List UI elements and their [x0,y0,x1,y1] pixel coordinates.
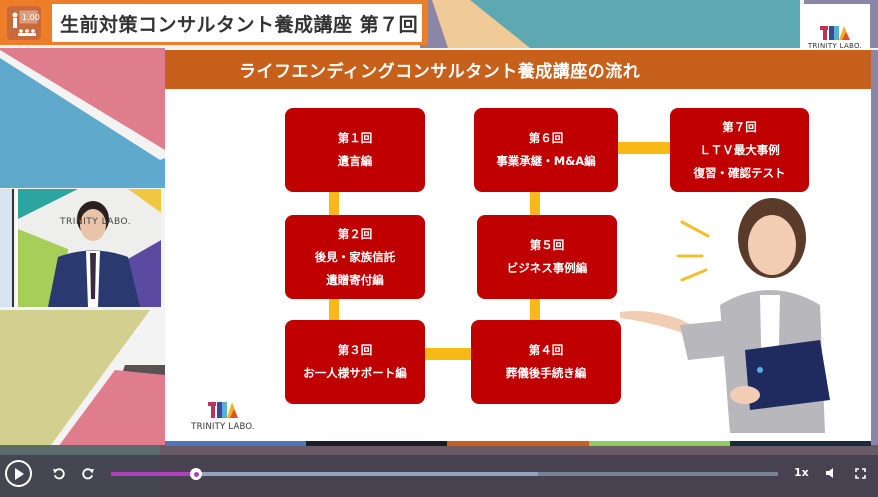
forward-icon [81,467,94,479]
presenter-photo [620,198,830,433]
lecture-header: 1.00 生前対策コンサルタント養成講座 第７回 [0,0,428,45]
session-topic: 遺言編 [337,154,373,168]
slide-title: ライフエンディングコンサルタント養成講座の流れ [239,62,641,82]
connector-2-3 [329,298,339,322]
fullscreen-icon [854,467,866,479]
speaker-video-frame [18,189,161,307]
trinity-labo-logo-icon [820,26,850,40]
session-box-7: 第７回 ＬＴＶ最大事例 復習・確認テスト [670,108,809,192]
session-topic: お一人様サポート編 [303,366,407,380]
rewind-icon [52,467,65,479]
session-topic: 後見・家族信託 [314,249,396,264]
speaker-video-pip: TRINITY LABO. [16,189,161,307]
session-box-2: 第２回 後見・家族信託 遺贈寄付編 [285,215,425,299]
session-number: 第４回 [528,343,564,357]
lecture-title-box: 生前対策コンサルタント養成講座 第７回 [52,4,422,42]
session-number: 第６回 [528,131,564,145]
presentation-teacher-icon: 1.00 [4,4,44,42]
session-box-5: 第５回 ビジネス事例編 [477,215,617,299]
session-number: 第２回 [337,226,373,241]
progress-played [111,472,197,476]
progress-bar[interactable] [111,468,778,480]
pip-backdrop-text: TRINITY LABO. [60,217,132,227]
play-button[interactable] [5,460,32,487]
session-topic: ビジネス事例編 [506,261,588,275]
connector-4-5 [530,298,540,322]
connector-5-6 [530,192,540,216]
progress-thumb[interactable] [190,468,203,480]
session-topic: 復習・確認テスト [693,165,786,180]
session-topic: 遺贈寄付編 [326,272,384,287]
session-topic: 葬儀後手続き編 [505,366,587,380]
rewind-button[interactable] [50,465,66,481]
playback-speed-button[interactable]: 1x [794,466,809,479]
connector-3-4 [425,348,471,360]
session-box-1: 第１回 遺言編 [285,108,425,192]
volume-button[interactable] [823,465,839,481]
session-number: 第５回 [529,238,565,252]
session-box-6: 第６回 事業承継・M&A編 [474,108,618,192]
forward-button[interactable] [80,465,96,481]
connector-1-2 [329,192,339,216]
slide-brand-logo: TRINITY LABO. [183,400,263,432]
lecture-title: 生前対策コンサルタント養成講座 第７回 [60,13,419,36]
svg-text:1.00: 1.00 [22,13,40,22]
brand-logo-top: TRINITY LABO. [800,4,870,52]
trinity-labo-logo-icon [208,402,238,418]
connector-6-7 [618,142,670,154]
brand-name-top: TRINITY LABO. [807,42,863,50]
fullscreen-button[interactable] [852,465,868,481]
session-box-4: 第４回 葬儀後手続き編 [471,320,621,404]
session-topic: ＬＴＶ最大事例 [699,142,780,157]
volume-icon [826,468,833,478]
play-icon [14,467,24,480]
session-number: 第３回 [337,343,373,357]
session-number: 第７回 [722,119,757,134]
player-controls: 1x [0,455,878,497]
slide: ライフエンディングコンサルタント養成講座の流れ 第１回 遺言編 第２回 後見・家… [165,50,872,446]
session-topic: 事業承継・M&A編 [496,154,596,168]
session-box-3: 第３回 お一人様サポート編 [285,320,425,404]
session-number: 第１回 [337,131,373,145]
progress-buffered [111,472,538,476]
slide-brand-name: TRINITY LABO. [191,422,255,432]
pip-edge [0,189,14,307]
slide-footer-color-bar [165,441,872,446]
slide-header: ライフエンディングコンサルタント養成講座の流れ [165,50,871,89]
